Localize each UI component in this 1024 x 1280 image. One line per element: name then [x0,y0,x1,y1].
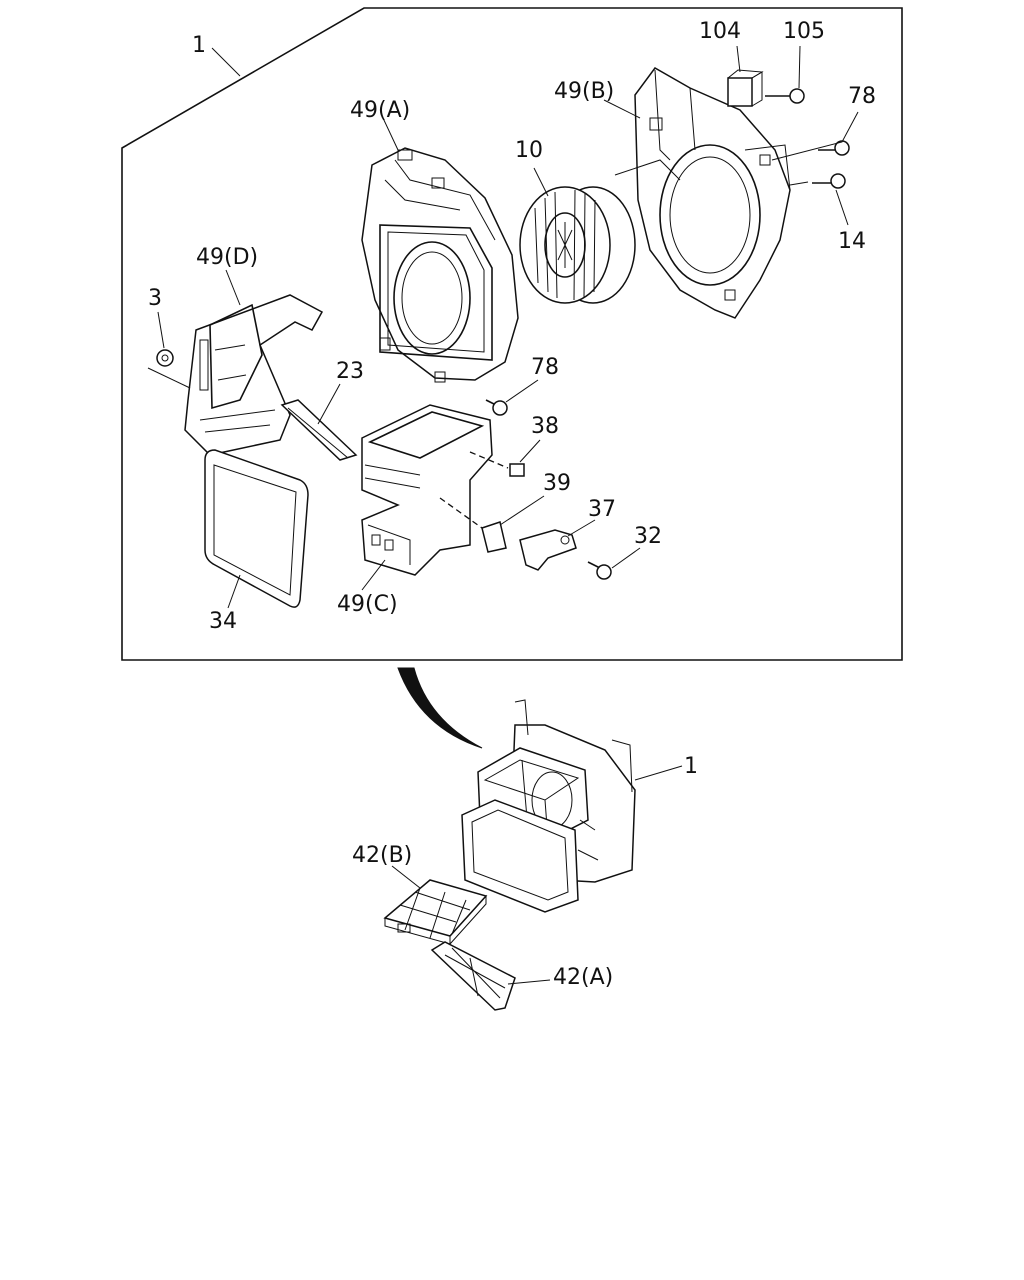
part-14-screw [812,173,846,189]
callout-10: 10 [515,138,543,163]
part-49b-housing [614,67,791,319]
callout-1: 1 [192,33,206,58]
part-42a-filter [430,941,516,1011]
part-78-screw-top [818,140,850,156]
assembly-arrow [397,667,483,749]
part-49a-housing [361,147,519,383]
callout-105: 105 [783,19,825,44]
part-49c-housing [361,404,493,576]
callout-42a: 42(A) [553,965,613,990]
callout-23: 23 [336,359,364,384]
part-3-nut [147,349,191,389]
part-34-seal [204,449,309,608]
part-23-strip [280,399,358,461]
callout-32: 32 [634,524,662,549]
callout-78-top: 78 [848,84,876,109]
part-105-screw [765,88,805,104]
exploded-view-frame [121,7,903,661]
part-42b-filter [383,879,488,945]
callout-42b: 42(B) [352,843,412,868]
callout-49b: 49(B) [554,79,614,104]
part-104-resistor [727,69,764,107]
callout-49d: 49(D) [196,245,258,270]
part-38-clip [469,451,525,477]
callout-38: 38 [531,414,559,439]
part-37-lever [519,529,577,571]
callout-14: 14 [838,229,866,254]
callout-49a: 49(A) [350,98,410,123]
part-10-blower-fan [519,186,636,304]
leader-lines [157,45,859,985]
callout-39: 39 [543,471,571,496]
callout-1-assembly: 1 [684,754,698,779]
callout-labels: 1 49(A) 10 49(B) 104 105 78 14 49(D) 3 2… [148,19,876,990]
part-1-assembly [461,699,636,913]
callout-49c: 49(C) [337,592,398,617]
callout-104: 104 [699,19,741,44]
part-49d-housing [184,294,324,456]
callout-78-mid: 78 [531,355,559,380]
part-32-screw [587,561,612,580]
callout-37: 37 [588,497,616,522]
callout-3: 3 [148,286,162,311]
part-78-screw-mid [485,399,508,416]
callout-34: 34 [209,609,237,634]
